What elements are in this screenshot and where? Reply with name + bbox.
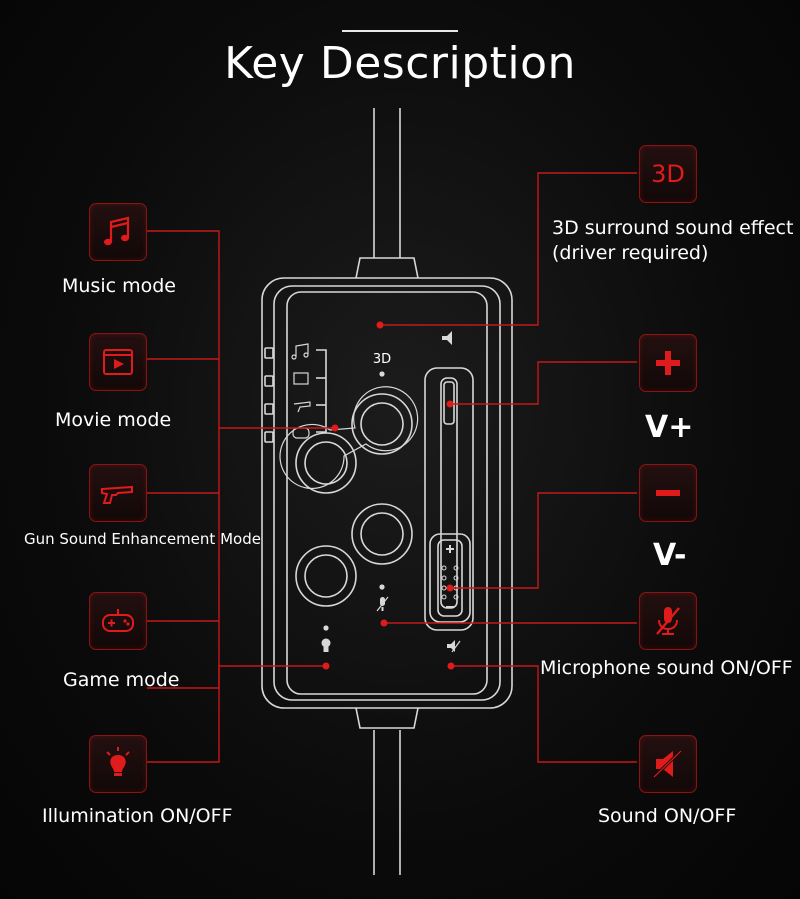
3d-driver-note: (driver required) — [552, 242, 709, 264]
page-title: Key Description — [224, 38, 576, 89]
gun-icon — [89, 464, 147, 522]
mic-onoff-label: Microphone sound ON/OFF — [540, 657, 793, 679]
sound-onoff-label: Sound ON/OFF — [598, 805, 737, 827]
3d-icon-text: 3D — [651, 160, 685, 188]
mode-glyphs — [291, 343, 461, 653]
volume-down-label: V- — [653, 538, 687, 573]
gamepad-icon — [89, 592, 147, 650]
lightbulb-icon — [89, 735, 147, 793]
minus-icon — [639, 464, 697, 522]
gun-mode-label: Gun Sound Enhancement Mode — [24, 530, 261, 548]
connector-lines — [147, 172, 637, 763]
movie-play-icon — [89, 333, 147, 391]
title-rule — [342, 30, 458, 32]
music-note-icon — [89, 203, 147, 261]
movie-mode-label: Movie mode — [55, 409, 172, 431]
connector-dots — [322, 321, 455, 670]
3d-icon: 3D — [639, 145, 697, 203]
3d-surround-label: 3D surround sound effect — [552, 217, 794, 239]
device-3d-label: 3D — [373, 352, 391, 367]
speaker-mute-icon — [639, 735, 697, 793]
illumination-label: Illumination ON/OFF — [42, 805, 233, 827]
vol-dots — [441, 565, 459, 600]
device-body — [261, 257, 513, 729]
device-glyphs — [321, 331, 455, 652]
mic-off-icon — [639, 592, 697, 650]
game-mode-label: Game mode — [63, 669, 180, 691]
music-mode-label: Music mode — [62, 275, 176, 297]
cable — [373, 108, 401, 875]
volume-up-label: V+ — [645, 410, 694, 445]
bottom-buttons — [295, 503, 413, 607]
top-buttons — [279, 386, 419, 494]
plus-icon — [639, 334, 697, 392]
